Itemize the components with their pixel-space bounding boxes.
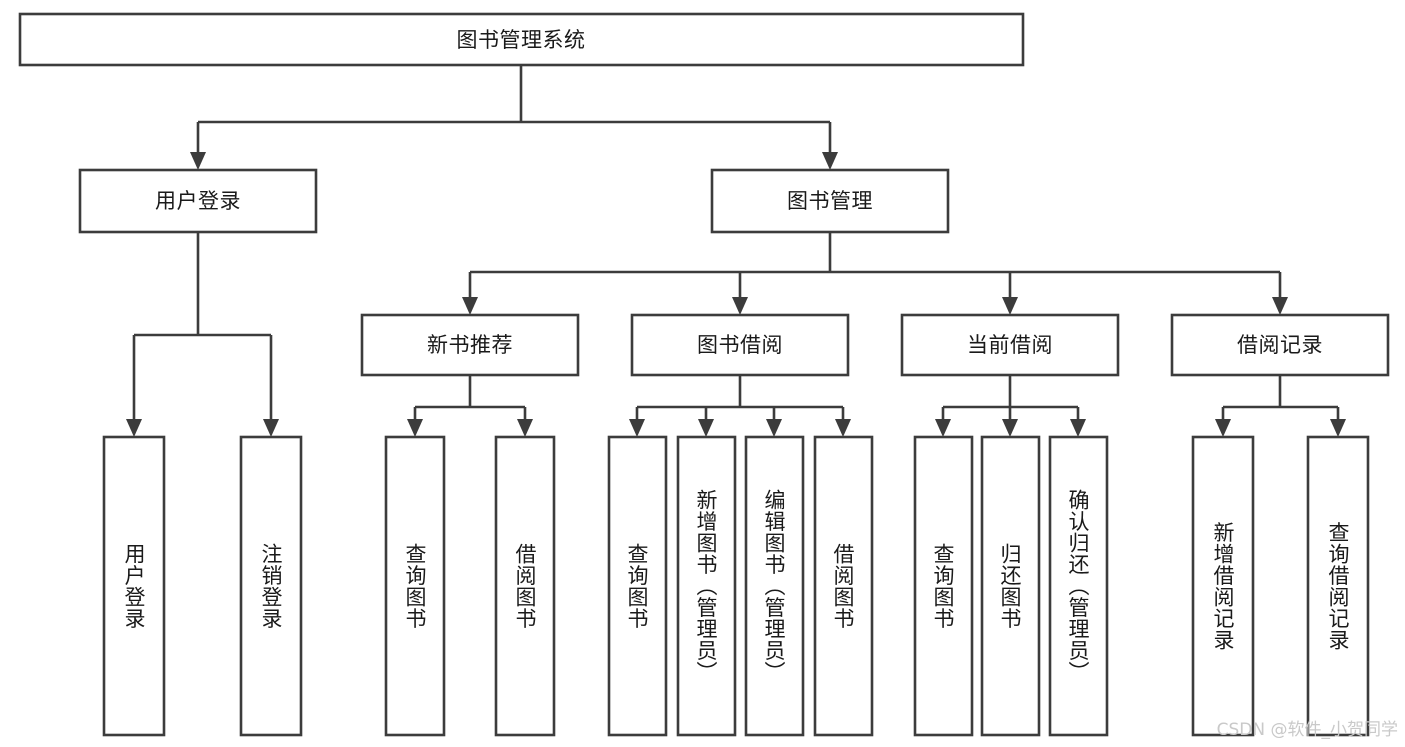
node-leaf-logout-login[interactable]: 注销登录 <box>239 435 303 737</box>
node-leaf-query-record[interactable]: 查询借阅记录 <box>1306 435 1370 737</box>
connector-new-book-branch <box>407 375 533 437</box>
node-leaf-query-book-2[interactable]: 查询图书 <box>607 435 668 737</box>
node-leaf-user-login[interactable]: 用户登录 <box>102 435 166 737</box>
node-root-system-label: 图书管理系统 <box>457 28 586 52</box>
node-leaf-return-book-label: 归还图书 <box>998 543 1022 629</box>
node-borrow-record-label: 借阅记录 <box>1237 333 1323 357</box>
connector-root-stem <box>196 65 832 152</box>
node-book-management[interactable]: 图书管理 <box>710 168 950 234</box>
node-leaf-borrow-book-2-label: 借阅图书 <box>831 543 855 629</box>
node-leaf-logout-login-label: 注销登录 <box>259 543 283 629</box>
node-new-book-recommend-label: 新书推荐 <box>427 333 513 357</box>
node-leaf-confirm-return-label: 确认归还（管理员） <box>1066 489 1090 683</box>
node-leaf-query-book-1-label: 查询图书 <box>403 543 427 629</box>
node-leaf-user-login-label: 用户登录 <box>122 543 146 629</box>
node-leaf-borrow-book-1[interactable]: 借阅图书 <box>494 435 556 737</box>
node-leaf-add-book-label: 新增图书（管理员） <box>694 489 718 683</box>
node-leaf-edit-book-label: 编辑图书（管理员） <box>762 489 786 683</box>
node-leaf-add-record[interactable]: 新增借阅记录 <box>1191 435 1255 737</box>
node-leaf-add-record-label: 新增借阅记录 <box>1211 522 1235 651</box>
node-book-borrow-label: 图书借阅 <box>697 333 783 357</box>
node-leaf-query-book-2-label: 查询图书 <box>625 543 649 629</box>
node-leaf-query-book-1[interactable]: 查询图书 <box>384 435 446 737</box>
node-leaf-add-book[interactable]: 新增图书（管理员） <box>676 435 737 737</box>
csdn-watermark: CSDN @软件_小贺同学 <box>1217 720 1398 740</box>
node-leaf-edit-book[interactable]: 编辑图书（管理员） <box>744 435 805 737</box>
node-leaf-borrow-book-1-label: 借阅图书 <box>513 543 537 629</box>
connector-borrow-record-branch <box>1215 375 1346 437</box>
node-user-login-label: 用户登录 <box>155 189 241 213</box>
connector-book-borrow-branch <box>629 375 851 437</box>
node-leaf-query-record-label: 查询借阅记录 <box>1326 522 1350 651</box>
node-leaf-borrow-book-2[interactable]: 借阅图书 <box>813 435 874 737</box>
arrow-root-to-book-management <box>822 152 838 170</box>
node-book-borrow[interactable]: 图书借阅 <box>630 313 850 377</box>
connector-user-login-branch <box>126 232 279 437</box>
node-borrow-record[interactable]: 借阅记录 <box>1170 313 1390 377</box>
node-current-borrow[interactable]: 当前借阅 <box>900 313 1120 377</box>
connector-current-borrow-branch <box>935 375 1086 437</box>
node-new-book-recommend[interactable]: 新书推荐 <box>360 313 580 377</box>
node-book-management-label: 图书管理 <box>787 189 873 213</box>
node-user-login[interactable]: 用户登录 <box>78 168 318 234</box>
node-current-borrow-label: 当前借阅 <box>967 333 1053 357</box>
node-leaf-confirm-return[interactable]: 确认归还（管理员） <box>1048 435 1109 737</box>
node-leaf-query-book-3-label: 查询图书 <box>931 543 955 629</box>
arrow-root-to-user-login <box>190 152 206 170</box>
connector-book-management-branch <box>462 232 1288 315</box>
node-root-system[interactable]: 图书管理系统 <box>18 12 1025 67</box>
node-leaf-return-book[interactable]: 归还图书 <box>980 435 1041 737</box>
node-leaf-query-book-3[interactable]: 查询图书 <box>913 435 974 737</box>
